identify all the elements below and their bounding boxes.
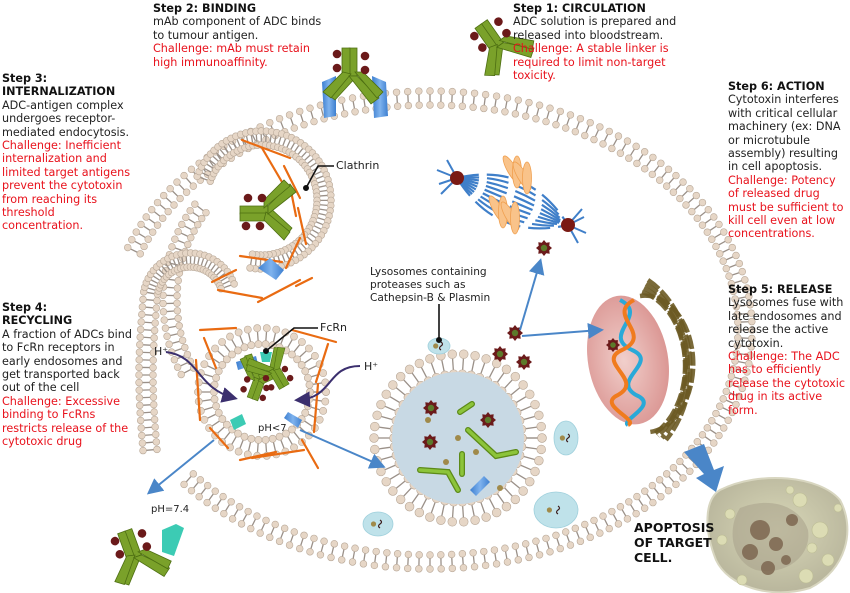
clathrin-coat [194,138,338,470]
step-challenge: Challenge: Excessive binding to FcRns re… [2,394,129,449]
fcrn-label: FcRn [320,321,347,334]
step-4-recycling: Step 4: RECYCLING A fraction of ADCs bin… [2,301,136,448]
nucleus [587,278,696,442]
step-description: Lysosomes fuse with late endosomes and r… [728,296,844,350]
early-endosome-membrane [194,324,330,460]
apoptosis-arrow [684,444,724,492]
step-description: A fraction of ADCs bind to FcRn receptor… [2,327,132,395]
lysosomes-label: Lysosomes containing proteases such as C… [370,266,491,304]
mitotic-spindle [436,155,587,244]
pathway-arrows [146,258,604,495]
adc-antibody-circulating [470,17,535,76]
ph-outside-label: pH=7.4 [151,504,190,515]
proton-arrow-left [165,351,238,403]
step-title-line1: Step 3: [2,72,48,85]
membrane-neck [159,200,210,379]
step-description: ADC solution is prepared and released in… [513,15,677,42]
toxin-to-nucleus-arrow [521,322,604,339]
internalized-antigen [258,258,284,280]
adc-antibody-binding [322,47,384,105]
step-challenge: Challenge: A stable linker is required t… [513,42,669,83]
apoptosis-label: APOPTOSIS OF TARGET CELL. [634,520,715,565]
step-1-circulation: Step 1: CIRCULATION ADC solution is prep… [513,2,683,82]
step-5-release: Step 5: RELEASE Lysosomes fuse with late… [728,283,848,417]
step-challenge: Challenge: Inefficient internalization a… [2,139,131,233]
step-challenge: Challenge: Potency of released drug must… [728,173,844,241]
step-title: Step 6: ACTION [728,80,825,93]
adc-antibody-internalized [239,179,297,241]
endoplasmic-reticulum [639,278,696,442]
apoptotic-cell [706,476,849,593]
released-cytotoxins [492,240,620,370]
proton-arrow-right [294,365,361,408]
endosome-to-lysosome-arrow [299,429,386,469]
clathrin-label: Clathrin [336,159,380,172]
step-6-action: Step 6: ACTION Cytotoxin interferes with… [728,80,848,241]
toxin-to-spindle-arrow [519,258,545,331]
step-title-line2: RECYCLING [2,314,73,328]
recycling-arrow [146,439,215,495]
adc-antibody-recycled [110,528,172,586]
step-description: ADC-antigen complex undergoes receptor-m… [2,98,130,139]
h-plus-right-label: H⁺ [364,360,379,373]
step-title-line1: Step 4: [2,301,48,314]
endocytic-vesicle-membrane [193,127,335,273]
step-title: Step 5: RELEASE [728,283,833,296]
step-3-internalization: Step 3: INTERNALIZATION ADC-antigen comp… [2,72,136,233]
early-endosome-contents [230,346,302,430]
left-membrane-wall [135,295,161,455]
step-challenge: Challenge: mAb must retain high immunoaf… [153,42,310,69]
step-2-binding: Step 2: BINDING mAb component of ADC bin… [153,2,328,69]
fcrn-released [162,524,184,556]
h-plus-left-label: H⁺ [154,345,169,358]
late-endosome-lysosome-contents [392,372,524,504]
step-title: Step 1: CIRCULATION [513,2,646,15]
step-description: mAb component of ADC binds to tumour ant… [153,15,322,42]
step-challenge: Challenge: The ADC has to efficiently re… [728,350,846,417]
step-title: Step 2: BINDING [153,2,257,15]
ph-endosome-label: pH<7 [258,423,287,434]
label-leaders [262,165,442,354]
fcrn-receptor [260,352,272,362]
step-title-line2: INTERNALIZATION [2,85,116,99]
step-description: Cytotoxin interferes with critical cellu… [728,93,841,174]
small-lysosomes [362,337,579,537]
